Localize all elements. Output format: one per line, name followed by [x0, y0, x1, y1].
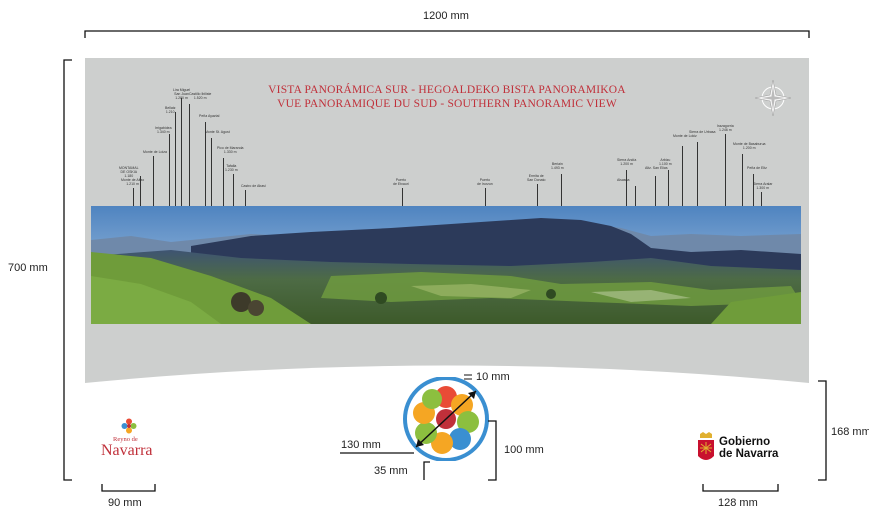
reyno-navarra-logo: Reyno de Navarra	[101, 418, 157, 468]
panorama-photo	[91, 206, 801, 324]
logo-height-label: 100 mm	[504, 444, 544, 456]
right-margin-label: 128 mm	[718, 497, 758, 509]
gobierno-line2: de Navarra	[719, 448, 779, 460]
right-height-dimension-label: 168 mm	[831, 426, 869, 438]
central-flower-logo	[403, 377, 489, 461]
logo-bottom-label: 35 mm	[374, 465, 408, 477]
compass-rose-icon	[754, 79, 792, 117]
reyno-line2: Navarra	[101, 442, 153, 459]
gobierno-line1: Gobierno	[719, 436, 771, 448]
width-dimension-label: 1200 mm	[423, 10, 469, 22]
panel-title-line1: VISTA PANORÁMICA SUR - HEGOALDEKO BISTA …	[268, 84, 626, 96]
logo-diameter-label: 130 mm	[341, 439, 381, 451]
logo-inner-label: 10 mm	[476, 371, 510, 383]
left-margin-label: 90 mm	[108, 497, 142, 509]
navarra-shield-icon	[698, 432, 714, 460]
panorama-panel: VISTA PANORÁMICA SUR - HEGOALDEKO BISTA …	[85, 58, 809, 481]
flower-emblem-icon	[121, 418, 137, 434]
gobierno-navarra-logo: Gobierno de Navarra	[697, 432, 797, 468]
height-dimension-label: 700 mm	[8, 262, 48, 274]
panel-title-line2: VUE PANORAMIQUE DU SUD - SOUTHERN PANORA…	[277, 98, 617, 110]
reyno-line1: Reyno de	[113, 436, 138, 443]
